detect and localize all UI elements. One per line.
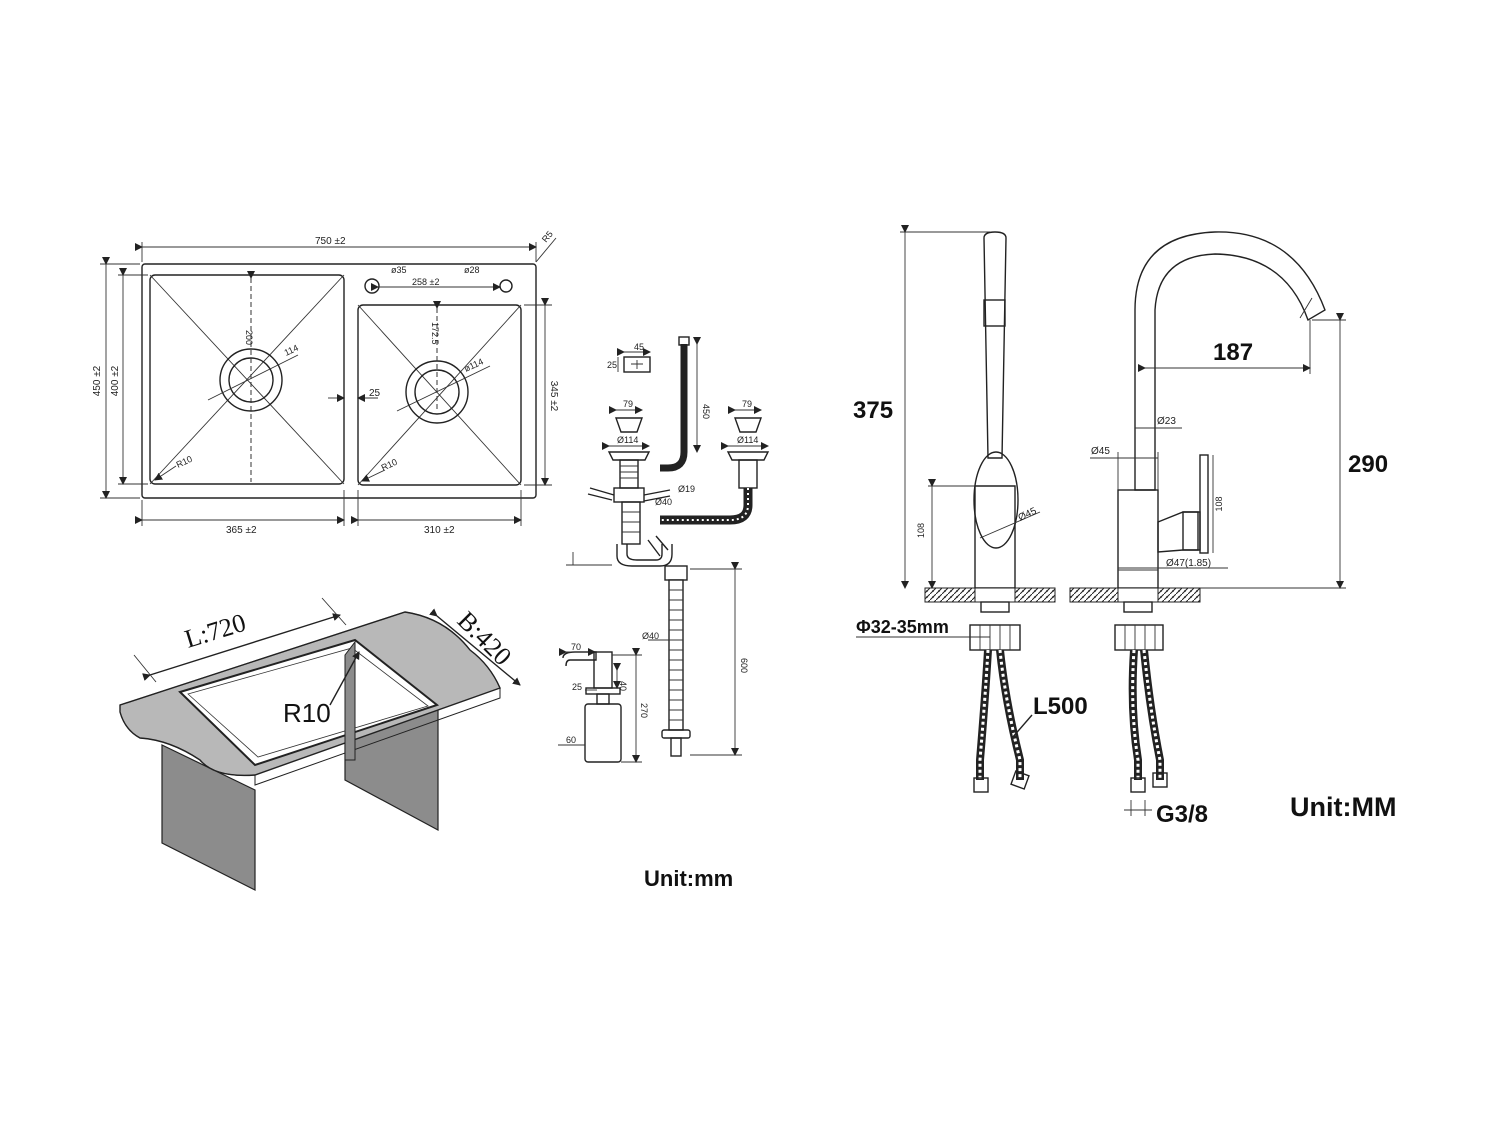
overflow-width-label: 45: [634, 342, 644, 352]
faucet-unit-label: Unit:MM: [1290, 792, 1396, 822]
soap-dispenser-diagram: 70 25 40 270 60: [558, 642, 649, 763]
connecting-hose: [660, 488, 753, 525]
bottle-width-label: 60: [566, 735, 576, 745]
drain-pipe: [668, 579, 684, 731]
overflow-hose-label: 450: [701, 404, 711, 419]
faucet-side-view: 187 290 Ø23 Ø45 108 Ø47(1.85): [1069, 231, 1388, 828]
mount-nut-front: [969, 624, 1021, 651]
small-bowl-height-label: 345 ±2: [548, 381, 559, 412]
drain-kit-diagram: 45 25 450 79 Ø114 Ø19 Ø40 79 Ø114: [566, 336, 770, 757]
faucet-handle-front: [973, 451, 1019, 549]
faucet-height-label: 375: [853, 397, 893, 424]
handle-dia-label: Ø45: [1017, 506, 1039, 524]
cabinet-leg-left: [161, 744, 256, 891]
dispenser-bottle: [584, 703, 622, 763]
neck-label: 25: [572, 682, 582, 692]
body-height-side-label: 108: [1214, 496, 1224, 511]
sink-outline: [141, 263, 537, 499]
divider-label: 25: [369, 388, 381, 399]
overall-length-label: 750 ±2: [315, 236, 346, 247]
hose-length-label: L500: [1033, 693, 1088, 720]
base-dia-label: Ø47(1.85): [1166, 558, 1211, 569]
overflow-hose: [660, 344, 688, 472]
body-dia-label: Ø45: [1091, 446, 1110, 457]
cutout-radius-label: R10: [283, 698, 331, 728]
body-height-front-label: 108: [916, 523, 926, 538]
reach-label: 187: [1213, 339, 1253, 366]
large-depth-label: 200: [244, 330, 254, 345]
basket-left-top-label: 79: [623, 399, 633, 409]
head-height-label: 40: [618, 681, 628, 691]
spout-label: 70: [571, 642, 581, 652]
faucet-spout-front: [983, 231, 1007, 459]
overflow-cap: [623, 356, 651, 373]
small-radius-label: R10: [380, 457, 399, 473]
small-bowl-width-label: 310 ±2: [424, 525, 455, 536]
faucet-gooseneck: [1134, 231, 1326, 491]
faucet-lever-side: [1157, 511, 1199, 553]
tap-hole-2-label: ø28: [464, 265, 480, 275]
cutout-isometric: L:720 B:420 R10: [119, 597, 521, 891]
overall-width-label: 450 ±2: [92, 365, 103, 396]
faucet-handle-side: [1199, 454, 1209, 554]
basket-left-flange-label: Ø114: [617, 435, 638, 445]
faucet-body-side: [1117, 489, 1159, 589]
faucet-body-front: [974, 485, 1016, 589]
large-bowl-width-label: 365 ±2: [226, 525, 257, 536]
basket-strainer-right: [734, 417, 762, 433]
tap-hole-1-label: ø35: [391, 265, 407, 275]
sink-top-view: 750 ±2 450 ±2 400 ±2 345 ±2 R5 ø35 ø28 2…: [92, 229, 559, 536]
basket-right-top-label: 79: [742, 399, 752, 409]
mount-hole-label: Φ32-35mm: [856, 617, 949, 637]
sink-unit-label: Unit:mm: [644, 866, 733, 891]
pipe-label: Ø40: [642, 631, 659, 641]
spout-height-label: 290: [1348, 451, 1388, 478]
inner-width-label: 400 ±2: [110, 365, 121, 396]
side-outlet-label: Ø19: [678, 484, 695, 494]
hole-spacing-label: 258 ±2: [412, 277, 439, 287]
faucet-front-view: 375 Ø45 108 Φ32-35mm L500: [853, 225, 1088, 793]
small-drain-label: ø114: [463, 356, 485, 373]
tap-hole-left: [364, 278, 380, 294]
drain-length-label: 600: [739, 658, 749, 673]
basket-right-flange-label: Ø114: [737, 435, 758, 445]
small-depth-label: 172.5: [430, 322, 440, 345]
bottle-height-label: 270: [639, 703, 649, 718]
tap-hole-right: [499, 279, 513, 293]
dispenser-spout: [562, 651, 597, 667]
thread-label: G3/8: [1156, 801, 1208, 828]
overflow-height-label: 25: [607, 360, 617, 370]
branch-label: Ø40: [655, 497, 672, 507]
spout-dia-label: Ø23: [1157, 416, 1176, 427]
basket-strainer-left: [615, 417, 643, 433]
large-radius-label: R10: [175, 454, 194, 470]
mount-nut-side: [1114, 624, 1164, 651]
